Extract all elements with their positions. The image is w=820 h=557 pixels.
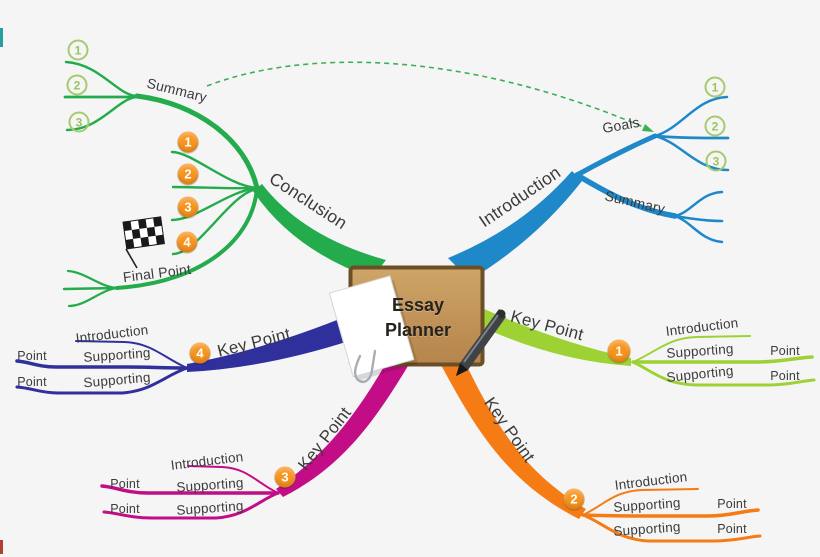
key-point-1-badge[interactable]: 1 (607, 339, 631, 363)
supporting-line-1 (100, 484, 280, 495)
key-point-2-lines (581, 488, 762, 543)
key-point-3-lines (100, 465, 280, 520)
conclusion-badge-1[interactable]: 1 (177, 131, 199, 153)
supporting-line-1 (581, 508, 760, 518)
intro-line (582, 488, 699, 516)
conclusion-branch-lines (62, 60, 260, 308)
trunk-shape (441, 356, 586, 519)
introduction-branch-lines (574, 95, 730, 244)
goals-prong-2 (653, 134, 730, 140)
artifact-bottom-left (0, 540, 3, 554)
conclusion-line-2 (171, 185, 259, 190)
final-point-prong-2 (62, 286, 119, 291)
trunk-shape (253, 184, 386, 278)
pen-cap (496, 309, 506, 319)
key-point-3-trunk (276, 358, 408, 497)
conclusion-line-4 (171, 187, 259, 256)
kp4-point-2[interactable]: Point (17, 375, 47, 389)
supporting-line-2 (102, 491, 280, 520)
kp3-point-1[interactable]: Point (110, 477, 140, 491)
goals-ring-2[interactable]: 2 (704, 115, 726, 137)
intro-line (75, 340, 188, 369)
kp3-point-2[interactable]: Point (110, 502, 140, 516)
trunk-shape (448, 171, 582, 280)
summary-goals-link-arrowhead (642, 124, 654, 132)
key-point-3-badge[interactable]: 3 (274, 466, 296, 488)
title-line-2: Planner (384, 320, 452, 340)
final-point-prong-1 (66, 269, 119, 290)
summary-goals-link (206, 61, 649, 130)
conclusion-trunk (253, 184, 386, 278)
intro-line (632, 335, 751, 363)
conclusion-badge-4[interactable]: 4 (176, 231, 198, 253)
supporting-line-2 (631, 360, 816, 387)
summary-prong-1 (673, 190, 724, 218)
summary-branch (574, 172, 678, 219)
summary-prong-3 (673, 214, 724, 244)
kp4-point-1[interactable]: Point (17, 349, 47, 363)
trunk-shape (276, 358, 408, 497)
conclusion-line-1 (170, 150, 259, 190)
supporting-line-2 (15, 366, 189, 395)
conclusion-summary-ring-1[interactable]: 1 (67, 39, 89, 61)
summary-prong-1 (64, 60, 139, 98)
paper (328, 275, 415, 378)
conclusion-badge-3[interactable]: 3 (177, 196, 199, 218)
kp2-point-2[interactable]: Point (717, 522, 747, 536)
intro-line (187, 465, 279, 494)
goals-ring-1[interactable]: 1 (704, 76, 726, 98)
kp1-point-2[interactable]: Point (770, 369, 800, 383)
checkered-flag-icon (122, 216, 165, 250)
conclusion-line-3 (170, 186, 259, 222)
paper-sheet-icon (328, 275, 418, 383)
goals-prong-1 (653, 95, 729, 138)
conclusion-badge-2[interactable]: 2 (177, 163, 199, 185)
flag-checks (123, 216, 165, 249)
kp1-point-1[interactable]: Point (770, 344, 800, 358)
supporting-line-1 (631, 355, 814, 364)
artifact-top-left (0, 28, 3, 47)
conclusion-summary-ring-2[interactable]: 2 (66, 74, 88, 96)
supporting-line-1 (15, 359, 189, 370)
final-point-branch (115, 186, 259, 290)
key-point-2-trunk (441, 356, 586, 519)
goals-ring-3[interactable]: 3 (705, 150, 727, 172)
key-point-4-trunk (187, 314, 352, 372)
center-node-title[interactable]: Essay Planner (367, 293, 469, 343)
title-line-1: Essay (391, 295, 445, 315)
trunk-shape (482, 308, 631, 366)
goals-branch (574, 133, 658, 178)
key-point-1-trunk (482, 308, 631, 366)
key-point-2-badge[interactable]: 2 (563, 488, 585, 510)
supporting-line-2 (581, 513, 762, 543)
pen-icon (456, 309, 506, 376)
pen-highlight (463, 314, 499, 363)
link-curve (206, 61, 649, 130)
key-point-4-lines (15, 340, 189, 395)
kp2-point-1[interactable]: Point (717, 497, 747, 511)
conclusion-summary-ring-3[interactable]: 3 (68, 111, 90, 133)
paperclip-icon (353, 349, 377, 383)
trunk-shape (187, 314, 352, 372)
flag-pole (125, 248, 138, 269)
summary-branch (134, 93, 260, 191)
key-point-1-lines (631, 335, 816, 387)
final-point-prong-3 (67, 286, 119, 308)
introduction-trunk (448, 171, 582, 280)
arrowhead-icon (642, 124, 654, 132)
pen-nib (456, 363, 468, 376)
key-point-4-badge[interactable]: 4 (189, 342, 211, 364)
pen-body (456, 309, 506, 376)
